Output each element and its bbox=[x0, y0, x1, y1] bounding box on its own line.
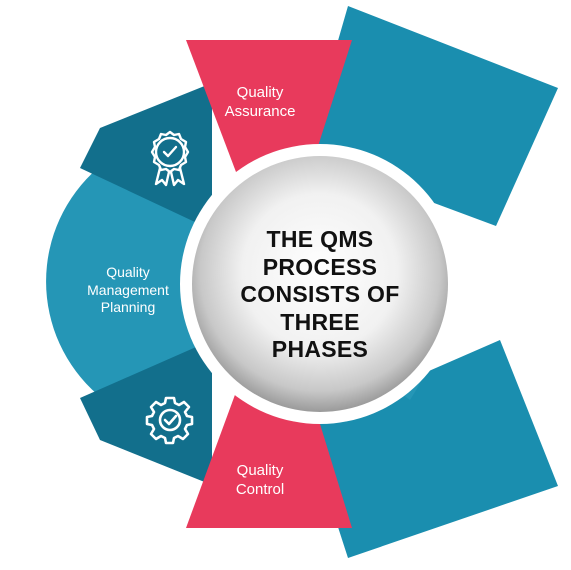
center-line3: CONSISTS OF bbox=[240, 281, 400, 308]
qmp-line2: Management bbox=[87, 281, 169, 298]
qmp-line1: Quality bbox=[106, 264, 150, 280]
center-disc bbox=[192, 156, 448, 412]
blade-bottom-right bbox=[305, 340, 558, 558]
blade-control bbox=[80, 340, 212, 485]
center-line1: THE QMS bbox=[266, 226, 374, 252]
segment-assurance bbox=[186, 40, 352, 172]
blade-assurance bbox=[80, 83, 212, 230]
center-line4: THREE PHASES bbox=[271, 308, 369, 363]
qa-line2: Assurance bbox=[224, 102, 296, 120]
center-line2: PROCESS bbox=[262, 253, 378, 280]
segment-control bbox=[186, 392, 352, 528]
qa-line1: Quality bbox=[236, 84, 284, 101]
qc-line1: Quality bbox=[236, 462, 284, 479]
segment-planning bbox=[46, 168, 211, 395]
qmp-line3: Planning bbox=[100, 299, 156, 315]
qc-line2: Control bbox=[235, 480, 285, 498]
center-title: THE QMS PROCESS CONSISTS OF THREE PHASES bbox=[235, 226, 405, 364]
label-quality-control: Quality Control bbox=[200, 462, 320, 500]
label-quality-management-planning: Quality Management Planning bbox=[58, 264, 198, 317]
badge-check-icon bbox=[150, 130, 190, 187]
gear-check-icon bbox=[145, 396, 194, 445]
label-quality-assurance: Quality Assurance bbox=[200, 84, 320, 122]
